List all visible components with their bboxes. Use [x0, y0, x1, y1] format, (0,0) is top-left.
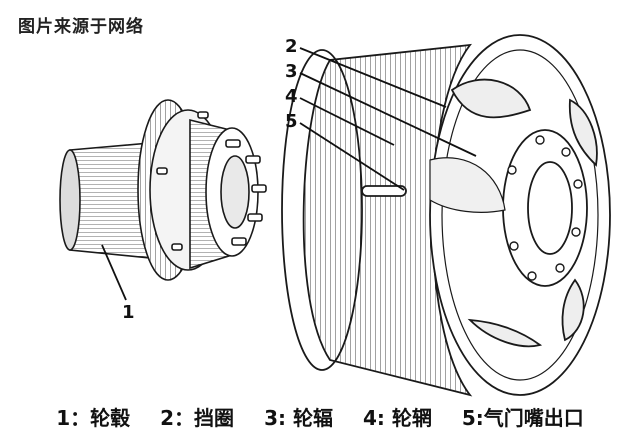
callout-2: 2 — [285, 36, 298, 57]
legend-item-hub: 1：轮毂 — [56, 405, 131, 430]
leader-line-2 — [299, 47, 447, 108]
callout-3: 3 — [285, 61, 298, 82]
leader-line-5 — [299, 122, 405, 191]
leader-line-4 — [299, 97, 395, 146]
legend-item-spoke: 3: 轮辐 — [264, 405, 333, 430]
legend-item-rim: 4: 轮辋 — [362, 405, 432, 430]
legend: 1：轮毂 2：挡圈 3: 轮辐 4: 轮辋 5:气门嘴出口 — [0, 396, 640, 436]
callout-5: 5 — [285, 111, 298, 132]
leader-line-3 — [299, 72, 477, 157]
wheel-drawing — [281, 34, 611, 397]
callout-1: 1 — [122, 302, 135, 323]
legend-item-valve-outlet: 5:气门嘴出口 — [461, 405, 584, 430]
source-note: 图片来源于网络 — [18, 17, 144, 37]
leader-line-1 — [101, 244, 127, 301]
hub-drawing — [59, 99, 267, 281]
callout-4: 4 — [285, 86, 298, 107]
legend-item-retaining-ring: 2：挡圈 — [160, 405, 235, 430]
